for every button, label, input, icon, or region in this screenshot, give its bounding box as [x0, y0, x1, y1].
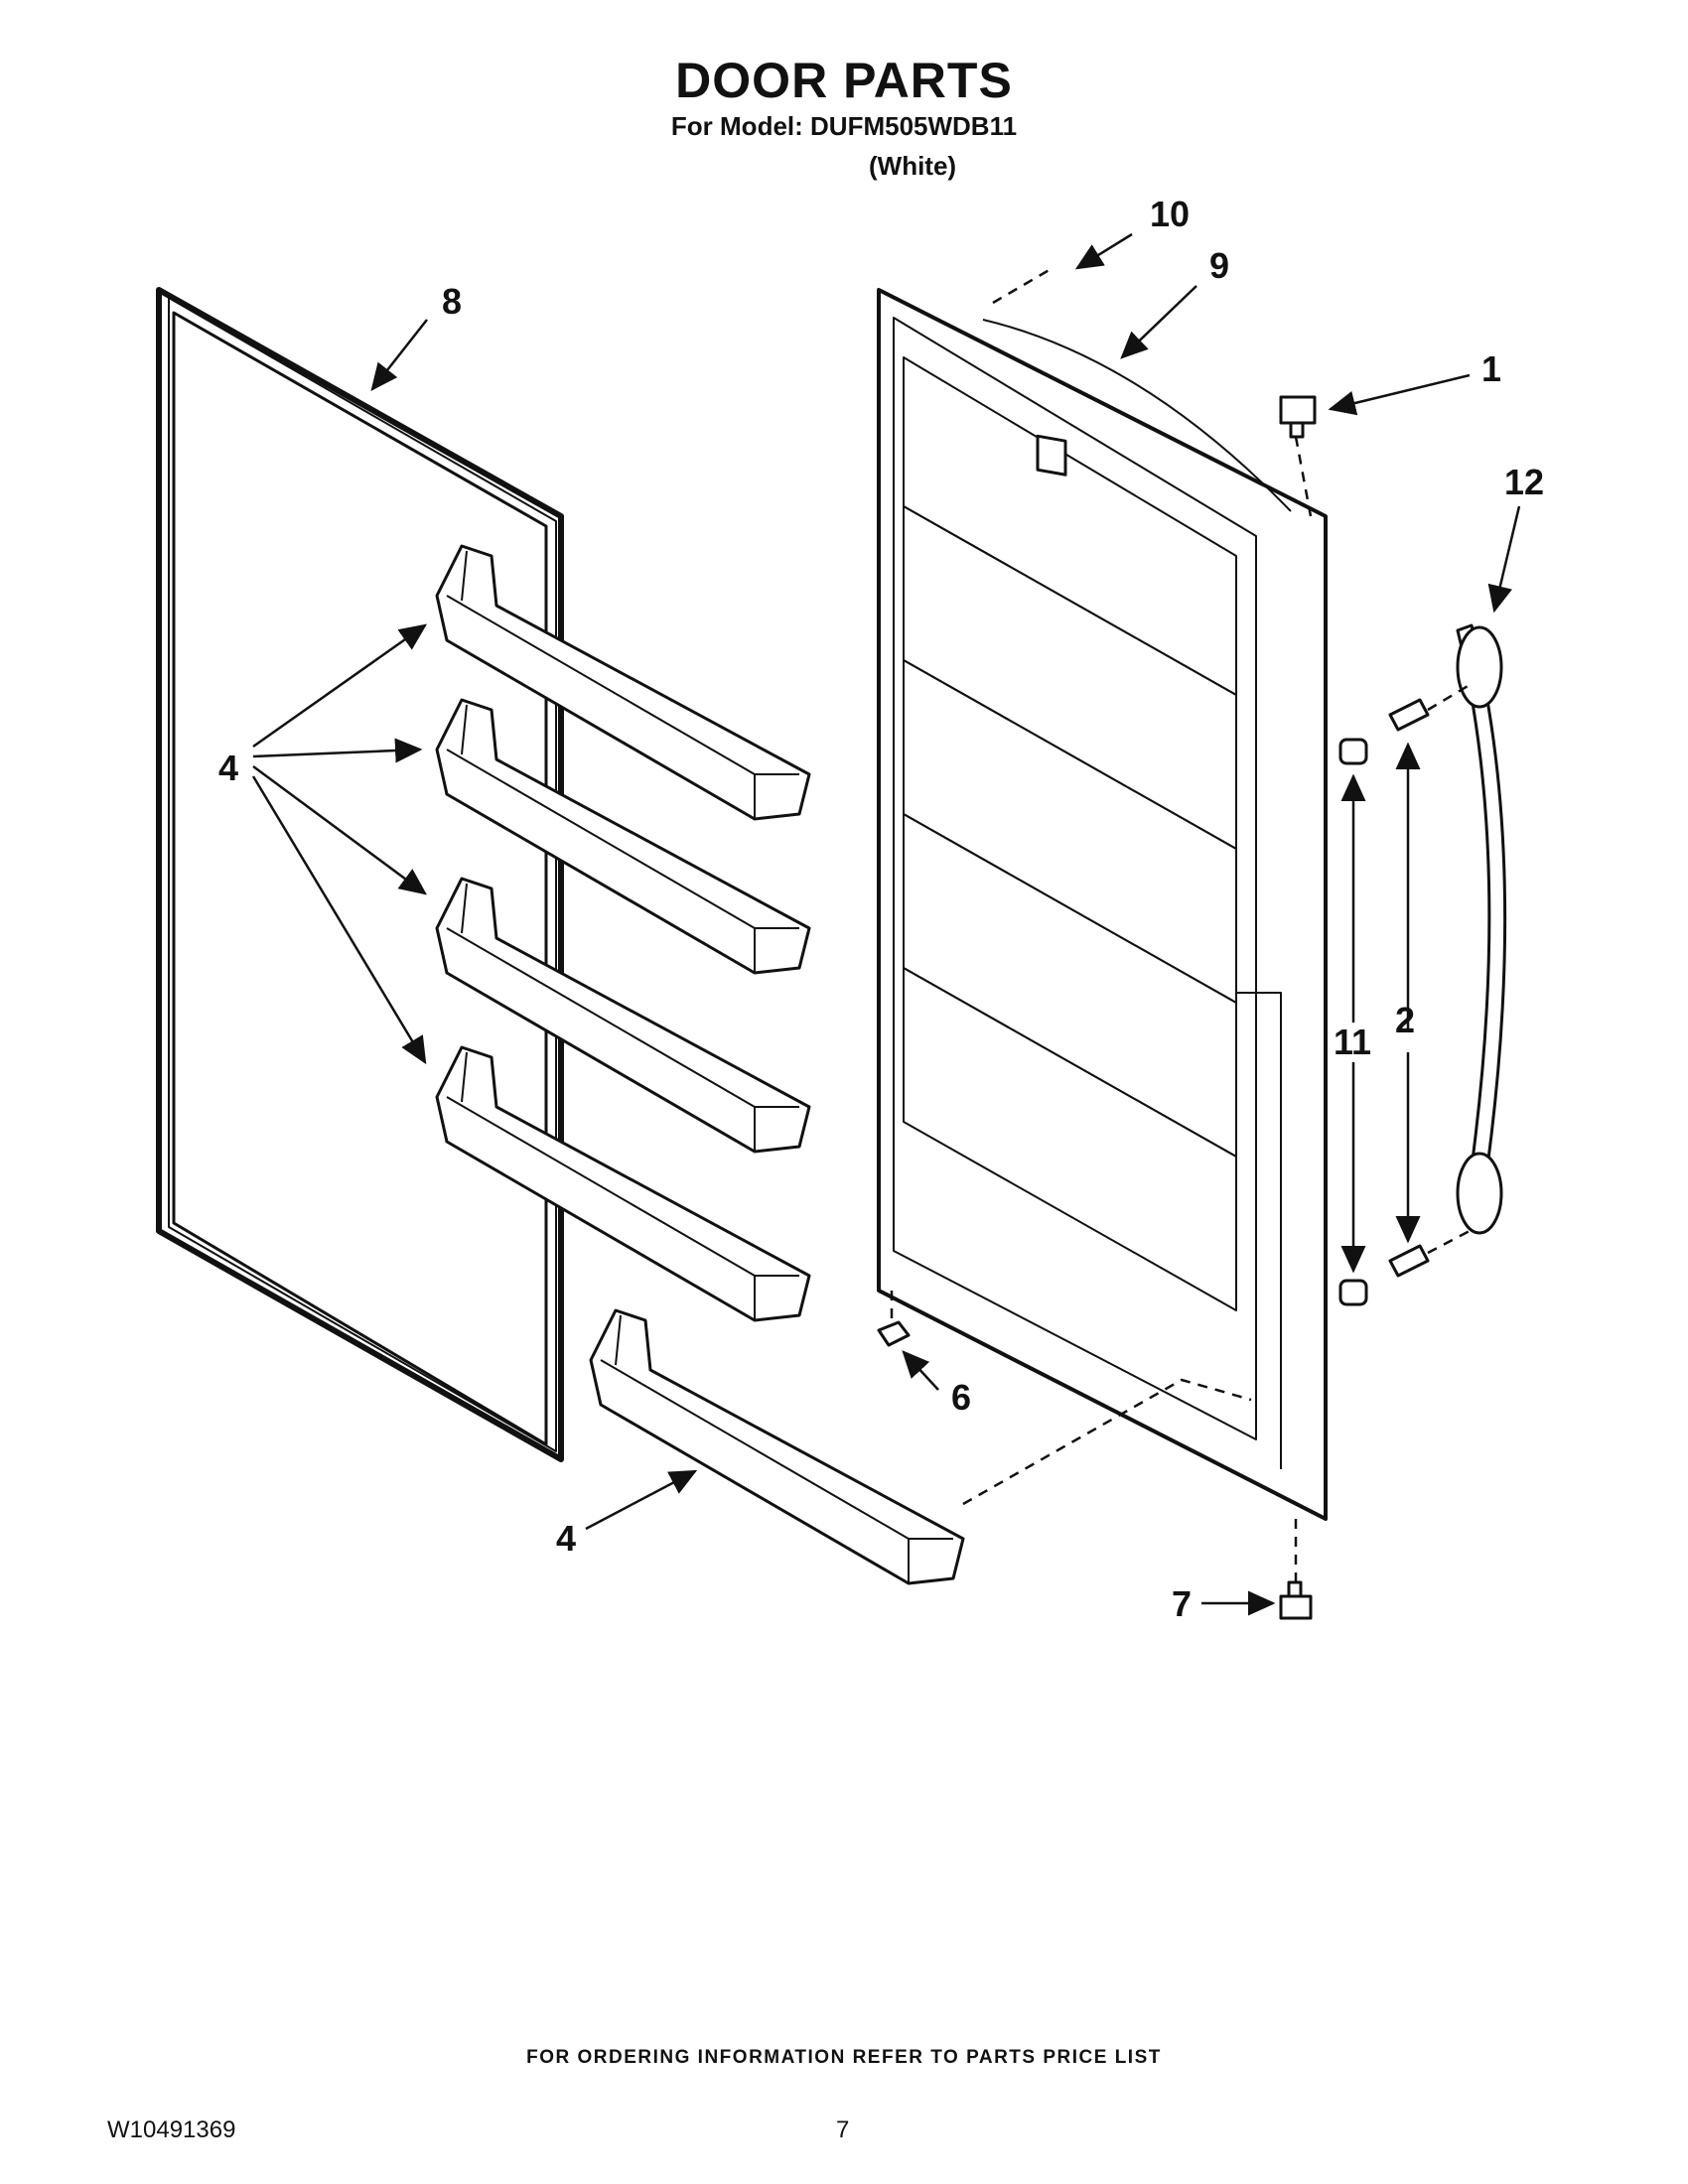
- dashed-line-bin: [962, 1378, 1252, 1506]
- callout-6: 6: [951, 1377, 971, 1418]
- callout-10: 10: [1150, 194, 1190, 234]
- model-line: For Model: DUFM505WDB11: [670, 111, 1018, 141]
- leader-10: [1074, 232, 1133, 270]
- callout-11: 11: [1334, 1022, 1371, 1062]
- door-bin-2: [435, 698, 811, 975]
- dashed-line-hinge-top: [1294, 436, 1313, 517]
- leader-4-bin1: [252, 623, 428, 749]
- callout-4-bottom: 4: [556, 1518, 576, 1559]
- leader-12: [1487, 505, 1521, 614]
- door-bin-5: [589, 1308, 965, 1585]
- door-bin-4: [435, 1045, 811, 1322]
- leader-4-bin3: [252, 764, 428, 895]
- handle-screw-top: [1388, 698, 1430, 732]
- leader-4-bin4: [251, 775, 427, 1065]
- door-label: [1036, 434, 1067, 477]
- page-title: DOOR PARTS: [675, 53, 1013, 108]
- leader-4-bin2: [252, 738, 423, 763]
- callout-9: 9: [1209, 245, 1229, 286]
- callout-2: 2: [1395, 1000, 1415, 1040]
- door-gasket: [156, 287, 564, 1462]
- leader-9: [1120, 285, 1197, 359]
- dashed-line-handle-bottom: [1427, 1229, 1471, 1255]
- door-handle: [1456, 623, 1507, 1235]
- callout-7: 7: [1172, 1583, 1192, 1624]
- bottom-hinge: [1279, 1580, 1313, 1620]
- handle-screw-bottom: [1388, 1244, 1430, 1278]
- door-bin-1: [435, 544, 811, 821]
- dashed-line-label: [992, 266, 1054, 305]
- callout-12: 12: [1504, 462, 1544, 502]
- door-stop-nut: [877, 1320, 911, 1347]
- dashed-line-handle-top: [1427, 683, 1471, 712]
- leader-6: [902, 1350, 939, 1391]
- leader-1: [1328, 373, 1471, 416]
- callout-4: 4: [218, 748, 238, 788]
- callout-8: 8: [442, 281, 462, 322]
- top-hinge: [1279, 395, 1317, 439]
- leader-4-bin5: [585, 1469, 698, 1531]
- ordering-note: FOR ORDERING INFORMATION REFER TO PARTS …: [526, 2047, 1162, 2068]
- door-assembly: [877, 288, 1328, 1521]
- handle-spacer-bottom: [1338, 1279, 1368, 1306]
- door-bin-3: [435, 877, 811, 1154]
- color-variant: (White): [869, 151, 957, 181]
- handle-spacer-top: [1338, 738, 1368, 765]
- leader-8: [370, 319, 428, 391]
- document-number: W10491369: [107, 2116, 236, 2143]
- callout-1: 1: [1481, 348, 1501, 389]
- page-number: 7: [836, 2116, 850, 2143]
